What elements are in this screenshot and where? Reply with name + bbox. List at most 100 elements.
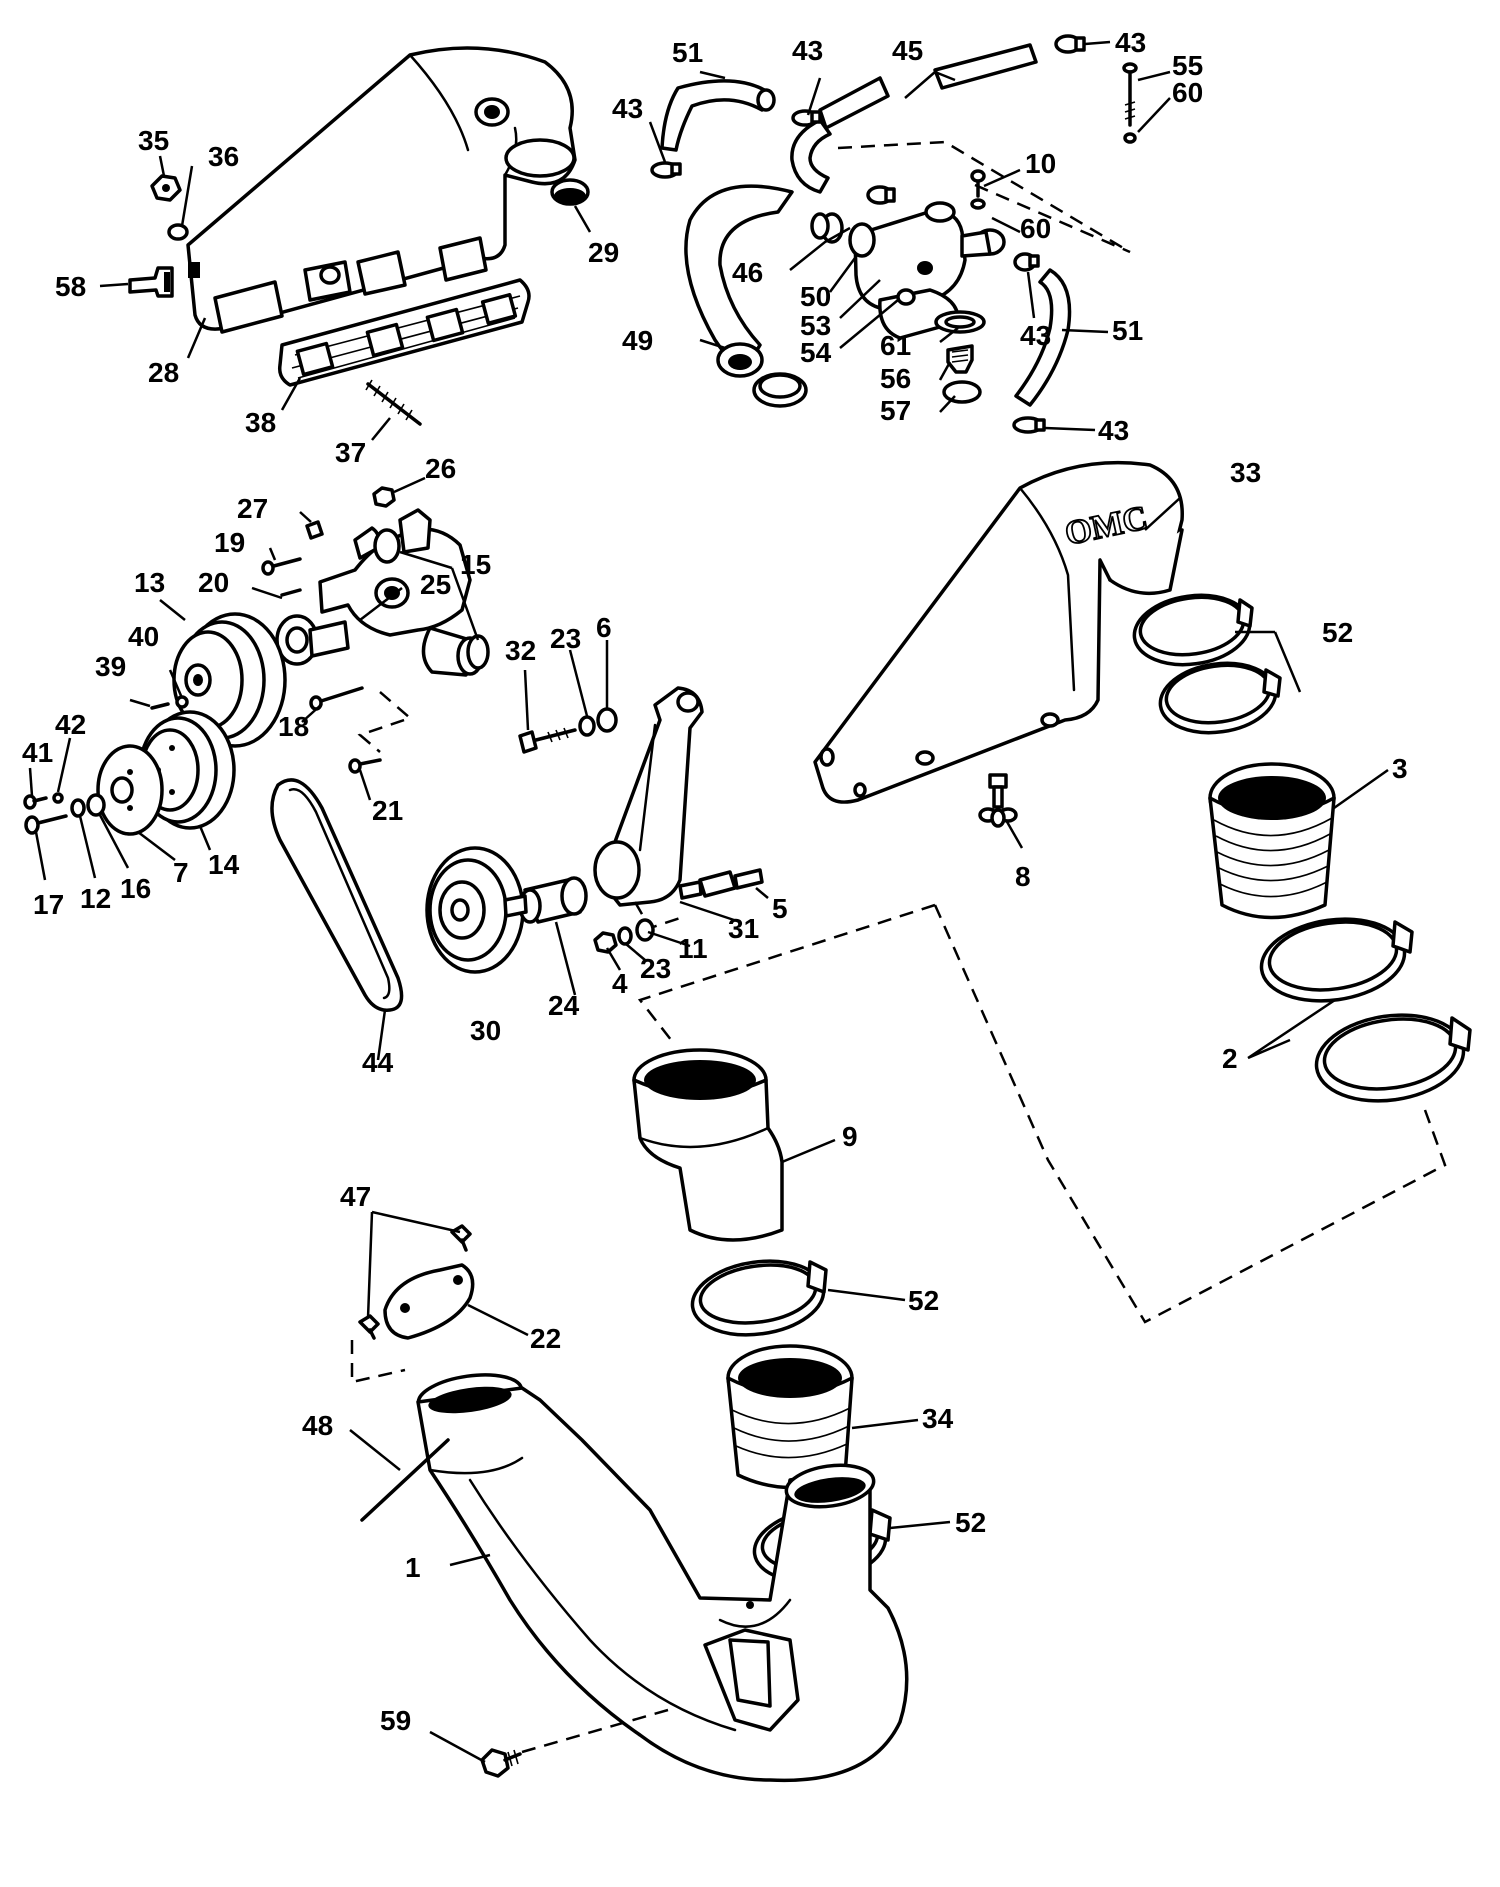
- callout-2: 2: [1222, 1043, 1238, 1074]
- bellows-clamp: [1314, 1013, 1472, 1103]
- callout-20: 20: [198, 567, 229, 598]
- callout-51b: 51: [1112, 315, 1143, 346]
- callout-42: 42: [55, 709, 86, 740]
- callout-13: 13: [134, 567, 165, 598]
- hose-ring: [550, 178, 590, 206]
- manifold-nut: [150, 174, 182, 202]
- callout-10: 10: [1025, 148, 1056, 179]
- exhaust-adapter: [632, 1048, 784, 1242]
- callout-11: 11: [678, 933, 708, 964]
- bracket-washer-large: [596, 707, 618, 733]
- water-pump: [261, 486, 490, 774]
- callout-47: 47: [340, 1181, 371, 1212]
- callout-28: 28: [148, 357, 179, 388]
- exhaust-pipe: [416, 1373, 909, 1783]
- cover-screw: [358, 1314, 380, 1340]
- drain-valve: [978, 773, 1018, 828]
- callout-8: 8: [1015, 861, 1031, 892]
- pipe-bolt: [480, 1748, 522, 1778]
- callout-24: 24: [548, 990, 580, 1021]
- bracket-washer: [578, 715, 596, 737]
- callout-49: 49: [622, 325, 653, 356]
- callout-labels: 1 2 3 4 5 6 7 8 9 10 11 12 13 14 15 16 1…: [22, 27, 1408, 1736]
- adapter-clamp: [690, 1259, 828, 1337]
- callout-43d: 43: [1020, 320, 1051, 351]
- callout-16: 16: [120, 873, 151, 904]
- callout-48: 48: [302, 1410, 333, 1441]
- callout-40: 40: [128, 621, 159, 652]
- callout-17: 17: [33, 889, 64, 920]
- hose-clamp: [1158, 661, 1282, 735]
- hose-clamp: [1132, 593, 1254, 667]
- flat-washer: [635, 918, 655, 942]
- callout-26: 26: [425, 453, 456, 484]
- pulley-washer: [175, 695, 189, 709]
- leader-lines: [28, 40, 1389, 1764]
- hoses-thermostat-group: [650, 34, 1138, 434]
- callout-23a: 23: [550, 623, 581, 654]
- callout-55: 55: [1172, 50, 1203, 81]
- lock-washer: [70, 798, 86, 818]
- callout-51a: 51: [672, 37, 703, 68]
- callout-9: 9: [842, 1121, 858, 1152]
- callout-32: 32: [505, 635, 536, 666]
- exhaust-bellows: [1208, 762, 1336, 920]
- callout-50: 50: [800, 281, 831, 312]
- callout-31: 31: [728, 913, 759, 944]
- callout-29: 29: [588, 237, 619, 268]
- callout-45: 45: [892, 35, 923, 66]
- callout-37: 37: [335, 437, 366, 468]
- bracket-bolt: [518, 727, 577, 754]
- pulley-spacer: [503, 876, 588, 924]
- callout-34: 34: [922, 1403, 954, 1434]
- callout-33: 33: [1230, 457, 1261, 488]
- small-washer: [52, 792, 64, 804]
- callout-19: 19: [214, 527, 245, 558]
- callout-43b: 43: [792, 35, 823, 66]
- callout-43a: 43: [612, 93, 643, 124]
- callout-3: 3: [1392, 753, 1408, 784]
- callout-15: 15: [460, 549, 491, 580]
- callout-7: 7: [173, 857, 189, 888]
- callout-23b: 23: [640, 953, 671, 984]
- bellows-clamp: [1259, 917, 1414, 1003]
- callout-36: 36: [208, 141, 239, 172]
- callout-52b: 52: [908, 1285, 939, 1316]
- callout-5: 5: [772, 893, 788, 924]
- drive-belt: [270, 778, 404, 1012]
- callout-61: 61: [880, 330, 911, 361]
- stud: [365, 379, 422, 426]
- bracket-nut: [593, 931, 618, 954]
- callout-12: 12: [80, 883, 111, 914]
- elbow-fitting: [128, 266, 174, 298]
- callout-46: 46: [732, 257, 763, 288]
- callout-27: 27: [237, 493, 268, 524]
- callout-59: 59: [380, 1705, 411, 1736]
- guide-pin: [360, 1438, 450, 1522]
- callout-30: 30: [470, 1015, 501, 1046]
- callout-60b: 60: [1020, 213, 1051, 244]
- callout-53: 53: [800, 310, 831, 341]
- callout-57: 57: [880, 395, 911, 426]
- callout-35: 35: [138, 125, 169, 156]
- callout-43e: 43: [1098, 415, 1129, 446]
- callout-6: 6: [596, 612, 612, 643]
- exhaust-elbow: OMC: [813, 460, 1184, 804]
- callout-58: 58: [55, 271, 86, 302]
- exhaust-coupler: [726, 1344, 854, 1490]
- pulley-screw: [150, 702, 170, 710]
- cover-plate: [383, 1263, 475, 1340]
- bracket-stud: [678, 868, 764, 900]
- callout-21: 21: [372, 795, 403, 826]
- callout-41: 41: [22, 737, 53, 768]
- idler-pulley: [425, 846, 525, 974]
- callout-1: 1: [405, 1552, 421, 1583]
- callout-54: 54: [800, 337, 832, 368]
- callout-25: 25: [420, 569, 451, 600]
- manifold-gasket: [277, 278, 531, 387]
- small-screw: [23, 794, 48, 810]
- callout-22: 22: [530, 1323, 561, 1354]
- callout-56: 56: [880, 363, 911, 394]
- plate-washer: [86, 793, 106, 817]
